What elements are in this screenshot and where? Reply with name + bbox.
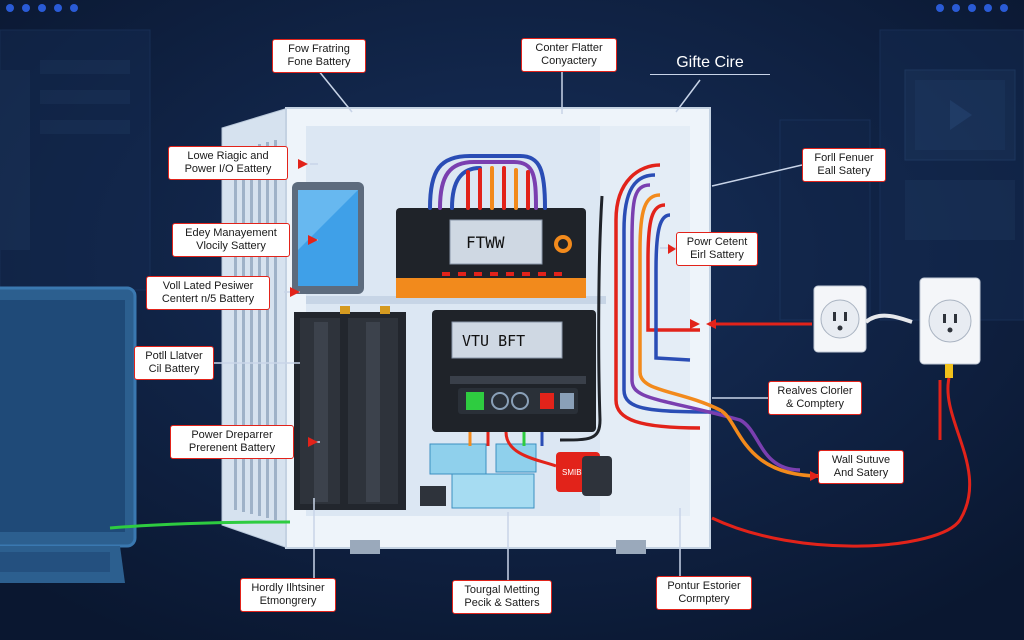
mini-device-label: SMIB: [562, 468, 582, 477]
upper-display-text: FTWW: [466, 233, 505, 252]
status-led-icon: [466, 392, 484, 410]
arrows: [290, 159, 820, 481]
side-vents: [234, 140, 277, 520]
callout-right-4: Wall Sutuve And Satery: [818, 450, 904, 484]
lower-ups-unit: VTU BFT: [432, 310, 596, 432]
top-wire-bundle: [428, 154, 547, 210]
callout-right-2: Powr Cetent Eirl Sattery: [676, 232, 758, 266]
lower-display-text: VTU BFT: [462, 332, 525, 350]
tablet: [292, 182, 364, 294]
shelf: [306, 296, 606, 304]
callout-right-1: Forll Fenuer Eall Satery: [802, 148, 886, 182]
right-wire-bundle: [559, 163, 821, 478]
callout-left-5: Power Dreparrer Prerenent Battery: [170, 425, 294, 459]
battery-rack: [294, 306, 406, 510]
upper-ups-unit: FTWW: [396, 208, 586, 298]
callout-bottom-center: Tourgal Metting Pecik & Satters: [452, 580, 552, 614]
wall-outlet: [813, 277, 981, 378]
callout-bottom-right: Pontur Estorier Cormptery: [656, 576, 752, 610]
callout-left-2: Edey Manayement Vlocily Sattery: [172, 223, 290, 257]
background-racks: [0, 29, 1024, 321]
callout-left-1: Lowe Riagic and Power I/O Eattery: [168, 146, 288, 180]
gauge-icon: [511, 392, 529, 410]
callout-top-center: Conter Flatter Conyactery: [521, 38, 617, 72]
foot: [616, 540, 646, 554]
power-cables: [710, 322, 972, 548]
callout-left-4: Potll Llatver Cil Battery: [134, 346, 214, 380]
laptop: [0, 286, 137, 583]
callout-left-3: Voll Lated Pesiwer Centert n/5 Battery: [146, 276, 270, 310]
callout-bottom-left: Hordly Ilhtsiner Etmongrery: [240, 578, 336, 612]
mini-device: SMIB: [556, 452, 612, 496]
foot: [350, 540, 380, 554]
status-dots: [6, 4, 1008, 12]
bottom-wires: [109, 431, 557, 530]
gauge-icon: [491, 392, 509, 410]
callout-right-3: Realves Clorler & Comptery: [768, 381, 862, 415]
alarm-icon: [540, 393, 554, 409]
diagram-title: Gifte Cire: [650, 54, 770, 75]
small-batteries: [420, 443, 537, 509]
callout-top-left: Fow Fratring Fone Battery: [272, 39, 366, 73]
